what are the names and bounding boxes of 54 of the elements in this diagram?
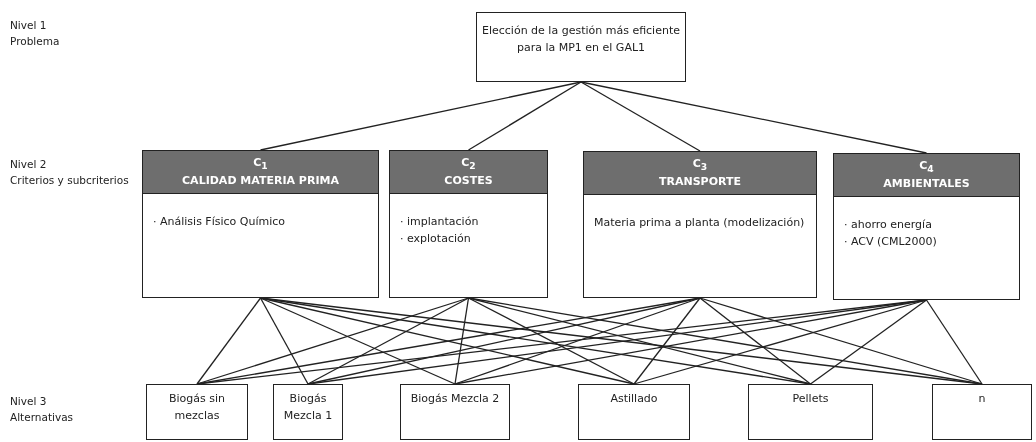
criterion-index: C$_{4}$ — [918, 158, 935, 176]
connector-line — [633, 297, 701, 385]
connector-line — [259, 297, 309, 385]
level-description: Criterios y subcriterios — [10, 173, 129, 188]
level-description: Alternativas — [10, 410, 74, 425]
criterion-index: C$_{2}$ — [460, 155, 477, 173]
criterion-title: TRANSPORTE — [658, 173, 742, 190]
alternative-box — [146, 384, 248, 440]
level-label: Nivel 1 — [10, 18, 47, 33]
level-label: Nivel 3 — [10, 394, 47, 409]
alternative-text: Biogás sin mezclas — [167, 391, 226, 424]
criterion-index: C$_{3}$ — [691, 156, 709, 174]
criterion-box — [389, 150, 548, 298]
criterion-title: COSTES — [443, 172, 494, 189]
connector-line — [699, 297, 812, 385]
criterion-index: C$_{1}$ — [252, 155, 269, 173]
connector-line — [580, 81, 928, 154]
subcriterion-text: Materia prima a planta (modelización) — [594, 215, 806, 232]
connector-line — [467, 297, 635, 385]
criterion-title: AMBIENTALES — [882, 175, 971, 192]
alternative-text: n — [977, 391, 987, 407]
level-description: Problema — [10, 34, 60, 49]
connector-line — [307, 297, 470, 385]
connector-line — [925, 299, 983, 385]
subcriterion-text: · ACV (CML2000) — [844, 233, 938, 250]
alternative-text: Biogás Mezcla 1 — [282, 391, 334, 424]
criterion-title: CALIDAD MATERIA PRIMA — [181, 172, 340, 189]
criterion-box — [583, 151, 817, 298]
connector-line — [454, 297, 470, 385]
subcriterion-text: · ahorro energía — [844, 217, 933, 234]
connector-line — [454, 297, 701, 385]
connector-line — [580, 81, 701, 152]
criterion-box — [833, 153, 1020, 300]
connector-line — [259, 297, 456, 385]
goal-text: Elección de la gestión más eficiente para la MP1 en el GAL1 — [481, 23, 681, 56]
subcriterion-text: · implantación — [400, 214, 480, 231]
connector-line — [259, 81, 582, 151]
goal-box — [476, 12, 686, 82]
connector-line — [467, 81, 582, 151]
alternative-text: Biogás Mezcla 2 — [409, 391, 501, 407]
alternative-box — [400, 384, 510, 440]
alternative-box — [748, 384, 873, 440]
alternative-text: Pellets — [791, 391, 830, 407]
connector-line — [699, 297, 983, 385]
alternative-text: Astillado — [609, 391, 659, 407]
connector-line — [809, 299, 928, 385]
level-label: Nivel 2 — [10, 157, 47, 172]
alternative-box — [578, 384, 690, 440]
alternative-box — [932, 384, 1032, 440]
subcriterion-text: · Análisis Físico Químico — [153, 214, 287, 231]
connector-line — [196, 297, 262, 385]
criterion-box — [142, 150, 379, 298]
subcriterion-text: · explotación — [400, 230, 472, 247]
alternative-box — [273, 384, 343, 440]
